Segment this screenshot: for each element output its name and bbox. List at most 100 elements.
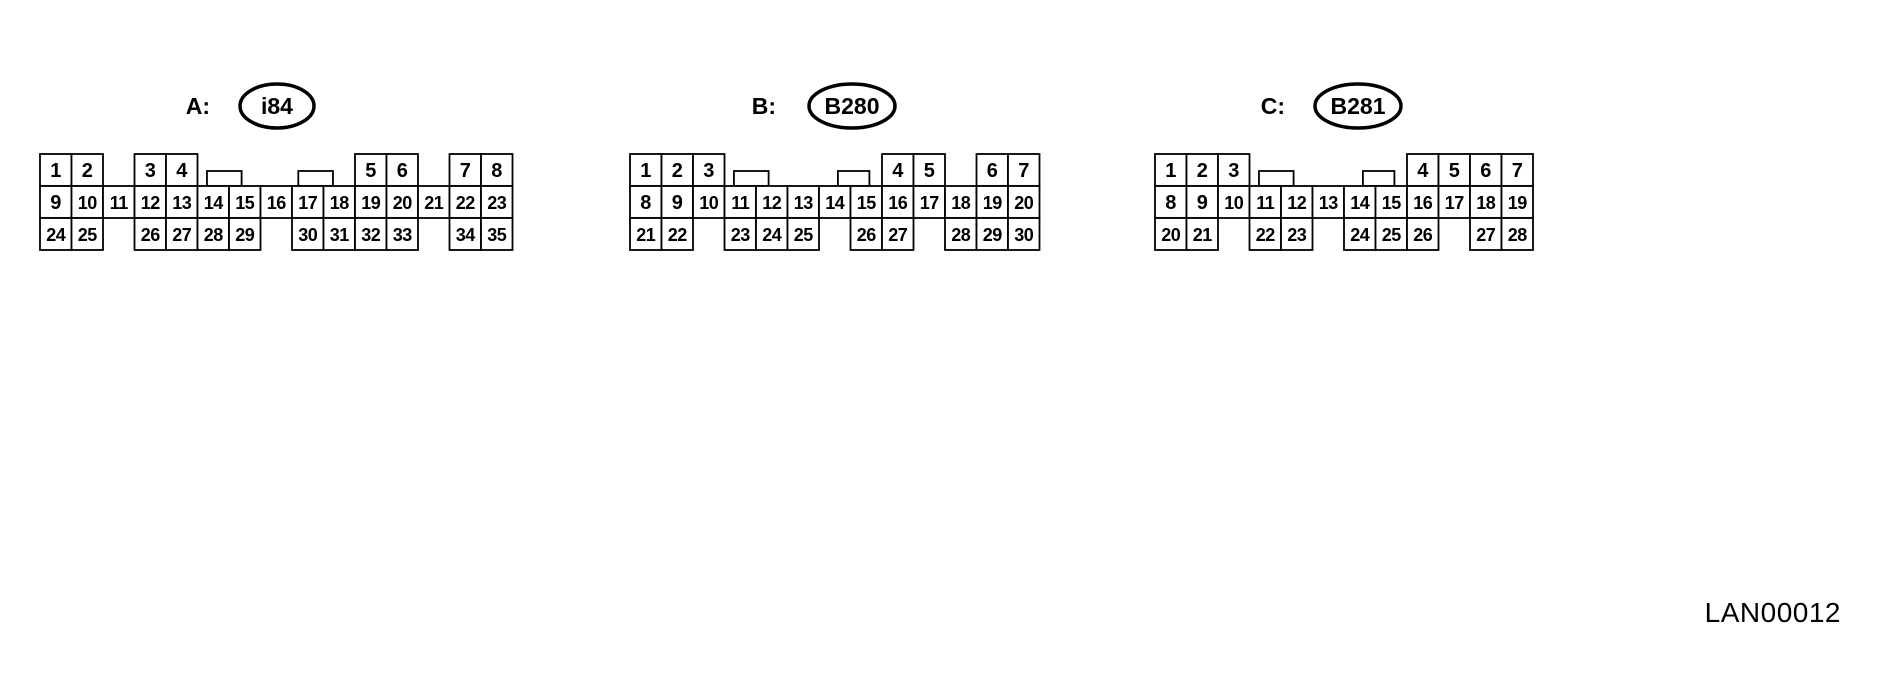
pin-number: 21 <box>1193 225 1213 245</box>
pin-number: 11 <box>110 193 129 213</box>
pin-number: 1 <box>1165 160 1176 182</box>
pin-number: 8 <box>491 160 502 182</box>
pin-cell <box>291 185 325 219</box>
pin-cell <box>660 217 694 251</box>
pin-cell <box>1217 185 1251 219</box>
pin-number: 10 <box>78 193 98 213</box>
pin-cell <box>165 153 199 187</box>
pin-number: 18 <box>951 193 971 213</box>
pin-cell <box>1311 185 1345 219</box>
pin-number: 16 <box>1413 193 1433 213</box>
pin-number: 10 <box>699 193 719 213</box>
connector-key <box>1362 170 1396 187</box>
pin-number: 20 <box>393 193 413 213</box>
pin-cell <box>70 217 104 251</box>
pin-cell <box>755 217 789 251</box>
pin-cell <box>1406 153 1440 187</box>
pin-cell <box>1343 217 1377 251</box>
pin-number: 30 <box>298 225 318 245</box>
connector-label: C: <box>1261 93 1285 119</box>
pin-cell <box>133 217 167 251</box>
pin-cell <box>385 153 419 187</box>
pin-number: 25 <box>1382 225 1402 245</box>
pin-number: 27 <box>888 225 908 245</box>
pin-cell <box>944 185 978 219</box>
connector-code: i84 <box>261 93 293 119</box>
pin-cell <box>1374 217 1408 251</box>
pin-number: 17 <box>298 193 318 213</box>
pin-number: 2 <box>1197 160 1208 182</box>
pin-number: 6 <box>987 160 998 182</box>
pin-cell <box>1469 217 1503 251</box>
pin-number: 32 <box>361 225 381 245</box>
pin-number: 4 <box>176 160 188 182</box>
pin-number: 5 <box>924 160 935 182</box>
pin-cell <box>133 185 167 219</box>
pin-number: 27 <box>172 225 192 245</box>
pin-cell <box>102 185 136 219</box>
pin-cell <box>196 217 230 251</box>
pin-number: 25 <box>794 225 814 245</box>
connector-code: B280 <box>825 93 880 119</box>
connector-code: B281 <box>1331 93 1386 119</box>
pin-number: 6 <box>1480 160 1491 182</box>
pin-number: 29 <box>235 225 255 245</box>
connector-code-oval <box>1313 82 1403 130</box>
pin-number: 16 <box>267 193 287 213</box>
pin-number: 9 <box>1197 192 1208 214</box>
pin-number: 24 <box>46 225 66 245</box>
connector-key <box>837 170 871 187</box>
pin-number: 10 <box>1224 193 1244 213</box>
pin-number: 2 <box>82 160 93 182</box>
pin-number: 17 <box>920 193 940 213</box>
connector-code-oval <box>238 82 316 130</box>
pin-cell <box>786 185 820 219</box>
connector-code-oval <box>807 82 897 130</box>
pin-number: 26 <box>141 225 161 245</box>
figure-code: LAN00012 <box>1704 597 1841 628</box>
pin-number: 24 <box>1350 225 1370 245</box>
pin-number: 26 <box>1413 225 1433 245</box>
pin-number: 3 <box>145 160 156 182</box>
pin-number: 4 <box>1417 160 1429 182</box>
pin-cell <box>480 153 514 187</box>
pin-cell <box>975 217 1009 251</box>
pin-number: 19 <box>1508 193 1528 213</box>
pin-number: 5 <box>365 160 376 182</box>
pin-number: 5 <box>1449 160 1460 182</box>
pin-number: 1 <box>640 160 651 182</box>
pin-cell <box>228 217 262 251</box>
pin-number: 15 <box>235 193 255 213</box>
pin-number: 1 <box>50 160 61 182</box>
pin-cell <box>259 185 293 219</box>
connector-label: A: <box>186 93 210 119</box>
pin-number: 28 <box>1508 225 1528 245</box>
pin-number: 13 <box>794 193 814 213</box>
pin-number: 12 <box>762 193 782 213</box>
pin-cell <box>1248 217 1282 251</box>
pin-number: 14 <box>1350 193 1370 213</box>
pin-number: 35 <box>487 225 507 245</box>
connector-key <box>297 170 334 187</box>
pin-cell <box>1007 217 1041 251</box>
pin-cell <box>849 185 883 219</box>
pin-cell <box>1185 185 1219 219</box>
pin-number: 7 <box>1018 160 1029 182</box>
pin-cell <box>1500 217 1534 251</box>
pin-cell <box>912 153 946 187</box>
pin-number: 26 <box>857 225 877 245</box>
pin-number: 11 <box>731 193 750 213</box>
pin-number: 23 <box>487 193 507 213</box>
pin-cell <box>786 217 820 251</box>
pin-number: 20 <box>1014 193 1034 213</box>
pin-number: 18 <box>330 193 350 213</box>
pin-cell <box>291 217 325 251</box>
pin-number: 29 <box>983 225 1003 245</box>
pin-number: 18 <box>1476 193 1496 213</box>
pin-number: 17 <box>1445 193 1465 213</box>
pin-number: 22 <box>1256 225 1276 245</box>
pin-number: 21 <box>424 193 444 213</box>
pin-number: 20 <box>1161 225 1181 245</box>
pin-number: 12 <box>141 193 161 213</box>
